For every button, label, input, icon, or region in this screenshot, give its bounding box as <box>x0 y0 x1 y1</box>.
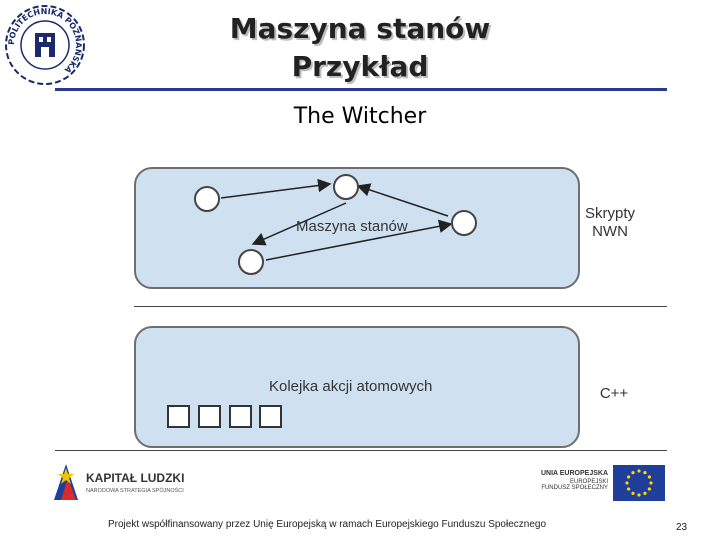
state-node <box>333 174 359 200</box>
slide-title-line1: Maszyna stanów <box>229 12 491 45</box>
title-rule <box>55 88 667 91</box>
eu-text-block: UNIA EUROPEJSKA EUROPEJSKI FUNDUSZ SPOŁE… <box>520 470 608 491</box>
layer-separator <box>134 306 667 307</box>
scripts-label-line2: NWN <box>592 223 628 240</box>
arrow-edge <box>265 219 453 261</box>
arrow-edge <box>220 178 332 199</box>
scripts-label-line1: Skrypty <box>584 205 635 222</box>
kapital-ludzki-title: KAPITAŁ LUDZKI <box>86 471 185 485</box>
state-node <box>451 210 477 236</box>
queue-slot <box>167 405 190 428</box>
eu-line1: UNIA EUROPEJSKA <box>540 470 608 477</box>
kapital-ludzki-logo-icon <box>54 464 78 500</box>
state-machine-label: Maszyna stanów <box>296 218 408 235</box>
footer-rule <box>55 450 667 451</box>
arrow-edge <box>251 202 347 246</box>
queue-slot <box>198 405 221 428</box>
state-node <box>194 186 220 212</box>
slide-subtitle: The Witcher <box>293 104 427 129</box>
footer-text: Projekt współfinansowany przez Unię Euro… <box>108 519 547 530</box>
scripts-label: Skrypty NWN <box>578 205 642 241</box>
cpp-label: C++ <box>599 385 629 402</box>
slide-title-line2: Przykład <box>291 50 429 83</box>
queue-slot <box>259 405 282 428</box>
state-node <box>238 249 264 275</box>
eu-line2: EUROPEJSKI <box>569 479 608 485</box>
kapital-ludzki-subtitle: NARODOWA STRATEGIA SPÓJNOŚCI <box>86 488 184 494</box>
university-seal-icon: POLITECHNIKA POZNAŃSKA <box>5 5 85 85</box>
arrow-edge <box>356 183 449 217</box>
action-queue-label: Kolejka akcji atomowych <box>269 378 433 395</box>
eu-line3: FUNDUSZ SPOŁECZNY <box>541 485 608 491</box>
queue-slot <box>229 405 252 428</box>
page-number: 23 <box>676 522 688 533</box>
eu-flag-icon <box>613 465 665 501</box>
